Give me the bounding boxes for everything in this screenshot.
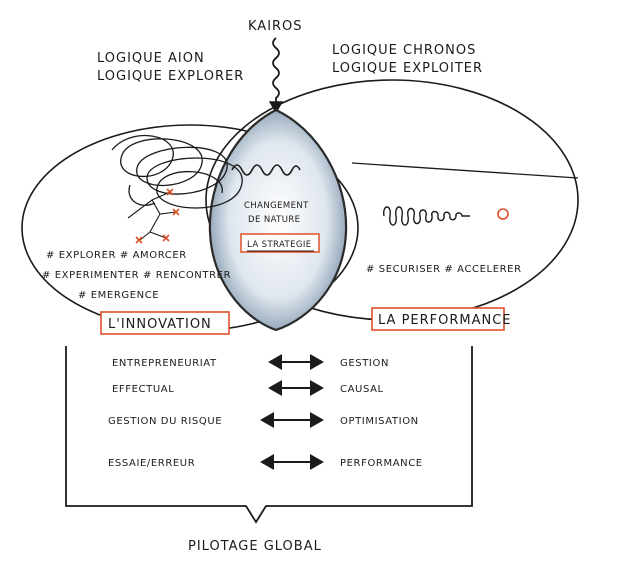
pair-right-3: OPTIMISATION — [340, 416, 419, 427]
strategy-box — [240, 233, 320, 253]
strategy-label: LA STRATEGIE — [247, 240, 312, 250]
exploration-branches — [127, 191, 177, 241]
pair-left-3: GESTION DU RISQUE — [108, 416, 222, 427]
right-tags: # SECURISER # ACCELERER — [366, 264, 522, 275]
center-line-2: DE NATURE — [248, 215, 300, 225]
pair-right-1: GESTION — [340, 358, 389, 369]
pair-left-4: ESSAIE/ERREUR — [108, 458, 195, 469]
acceleration-endpoint — [497, 208, 509, 220]
pair-right-4: PERFORMANCE — [340, 458, 423, 469]
pair-row-2: EFFECTUAL CAUSAL — [112, 380, 384, 396]
lens-wave — [231, 164, 301, 176]
pair-left-2: EFFECTUAL — [112, 384, 174, 395]
performance-box — [371, 307, 505, 331]
performance-label: LA PERFORMANCE — [378, 313, 512, 328]
left-tag-3: # EMERGENCE — [78, 290, 159, 301]
innovation-label: L'INNOVATION — [108, 317, 212, 332]
left-header-line-1: LOGIQUE AION — [97, 51, 205, 66]
pair-right-2: CAUSAL — [340, 384, 384, 395]
exploration-scribble — [111, 134, 243, 209]
exploration-marks — [135, 188, 180, 244]
pair-row-1: ENTREPRENEURIAT GESTION — [112, 354, 389, 370]
global-bracket — [65, 346, 473, 524]
kairos-label: KAIROS — [248, 19, 303, 34]
right-divider-line — [351, 162, 579, 179]
pair-row-4: ESSAIE/ERREUR PERFORMANCE — [108, 454, 423, 470]
right-header-line-2: LOGIQUE EXPLOITER — [332, 61, 483, 76]
left-header-line-2: LOGIQUE EXPLORER — [97, 69, 244, 84]
kairos-arrow — [268, 37, 284, 114]
global-label: PILOTAGE GLOBAL — [188, 539, 322, 554]
acceleration-loops — [383, 206, 470, 226]
pair-left-1: ENTREPRENEURIAT — [112, 358, 217, 369]
right-header-line-1: LOGIQUE CHRONOS — [332, 43, 476, 58]
center-line-1: CHANGEMENT — [244, 201, 309, 211]
innovation-box — [100, 311, 230, 335]
pair-row-3: GESTION DU RISQUE OPTIMISATION — [108, 412, 419, 428]
left-tag-1: # EXPLORER # AMORCER — [46, 250, 187, 261]
left-tag-2: # EXPERIMENTER # RENCONTRER — [42, 270, 231, 281]
